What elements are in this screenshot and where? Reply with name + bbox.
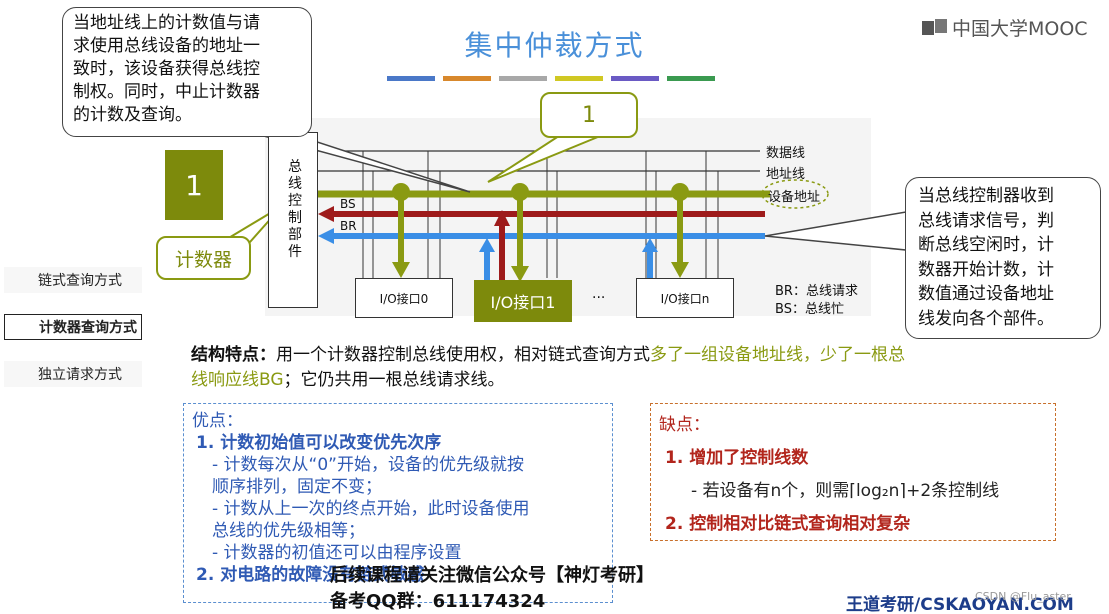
advantage-item: 顺序排列，固定不变；	[212, 477, 382, 497]
device-address-label: 设备地址	[768, 190, 821, 205]
csdn-watermark: CSDN @Flu_aster	[975, 590, 1071, 603]
bs-label: BS	[340, 197, 356, 211]
structure-highlight: 多了一组设备地址线，少了一根总线响应线BG	[191, 345, 905, 390]
callout-left-line: 当地址线上的计数值与请	[73, 13, 260, 33]
data-line-label: 数据线	[766, 146, 806, 161]
legend: BR：总线请求 BS：总线忙	[775, 283, 858, 319]
callout-right-line: 线发向各个部件。	[918, 308, 1054, 329]
callout-left-line: 的计数及查询。	[73, 105, 192, 125]
sidebar-item-counter-query[interactable]: 计数器查询方式	[4, 314, 142, 340]
color-strip	[387, 76, 435, 81]
advantages-box: 优点： 1. 计数初始值可以改变优先次序 - 计数每次从“0”开始，设备的优先级…	[183, 403, 613, 603]
device-address-taps	[392, 183, 689, 201]
color-strip	[443, 76, 491, 81]
legend-bs: BS：总线忙	[775, 302, 844, 317]
bus-controller-label: 总线控制部件	[288, 159, 302, 260]
callout-right-line: 数值通过设备地址	[918, 284, 1054, 304]
color-strip	[667, 76, 715, 81]
disadvantage-item-1: 1. 增加了控制线数	[665, 448, 809, 468]
slide-title: 集中仲裁方式	[464, 29, 645, 62]
advantage-item: 1. 计数初始值可以改变优先次序	[196, 433, 442, 453]
callout-right-line: 当总线控制器收到	[918, 186, 1054, 206]
watermark-line1: 后续课程请关注微信公众号【神灯考研】	[330, 565, 654, 586]
advantages-title: 优点：	[192, 411, 243, 431]
advantage-item: - 计数从上一次的终点开始，此时设备使用	[212, 499, 530, 519]
callout-right: 当总线控制器收到 总线请求信号，判 断总线空闲时，计 数器开始计数，计 数值通过…	[905, 177, 1101, 339]
counter-label: 计数器	[156, 236, 251, 280]
io-interface-0: I/O接口0	[355, 278, 453, 318]
io-interface-n: I/O接口n	[636, 278, 734, 318]
io-interface-1: I/O接口1	[474, 280, 572, 322]
ellipsis: ···	[592, 290, 606, 306]
brand-footer: 王道考研/CSKAOYAN.COM	[846, 595, 1074, 614]
callout-right-line: 断总线空闲时，计	[918, 235, 1054, 255]
callout-right-line: 数器开始计数，计	[918, 259, 1054, 280]
color-strip	[555, 76, 603, 81]
address-value-callout: 1	[540, 92, 638, 138]
bus-controller: 总线控制部件	[268, 132, 318, 308]
legend-br: BR：总线请求	[775, 284, 858, 299]
sidebar-item-chain-query[interactable]: 链式查询方式	[4, 267, 142, 293]
advantage-item: - 计数每次从“0”开始，设备的优先级就按	[212, 455, 524, 475]
disadvantage-item-2: 2. 控制相对比链式查询相对复杂	[665, 514, 911, 534]
disadvantages-title: 缺点：	[659, 415, 710, 435]
structure-text1: 用一个计数器控制总线使用权，相对链式查询方式	[276, 345, 650, 365]
color-strip	[611, 76, 659, 81]
counter-value-box: 1	[165, 150, 223, 220]
structure-text2: ；它仍共用一根总线请求线。	[283, 370, 505, 390]
mooc-logo: 中国大学MOOC	[922, 14, 1088, 41]
sidebar-item-independent-request[interactable]: 独立请求方式	[4, 361, 142, 387]
callout-left-line: 制权。同时，中止计数器	[73, 82, 260, 102]
mooc-logo-icon	[922, 18, 947, 35]
disadvantage-item-1-sub: - 若设备有n个，则需⌈log₂n⌉+2条控制线	[691, 481, 1000, 501]
structure-label: 结构特点：	[191, 345, 276, 365]
watermark-line2: 备考QQ群：611174324	[330, 591, 546, 612]
advantage-item: 总线的优先级相等；	[212, 521, 365, 541]
callout-left-line: 求使用总线设备的地址一	[73, 36, 260, 56]
advantage-item: 2. 对电路的故障没有链式敏感	[196, 565, 425, 585]
structure-paragraph: 结构特点：用一个计数器控制总线使用权，相对链式查询方式多了一组设备地址线，少了一…	[191, 343, 911, 393]
callout-left: 当地址线上的计数值与请 求使用总线设备的地址一 致时，该设备获得总线控 制权。同…	[62, 7, 312, 137]
br-label: BR	[340, 219, 357, 233]
advantage-item: - 计数器的初值还可以由程序设置	[212, 543, 462, 563]
mooc-logo-text: 中国大学MOOC	[952, 18, 1088, 40]
color-strip	[499, 76, 547, 81]
callout-right-line: 总线请求信号，判	[918, 210, 1054, 231]
disadvantages-box: 缺点： 1. 增加了控制线数 - 若设备有n个，则需⌈log₂n⌉+2条控制线 …	[650, 403, 1056, 541]
title-color-strips	[387, 76, 715, 81]
address-line-label: 地址线	[766, 167, 806, 182]
callout-left-line: 致时，该设备获得总线控	[73, 59, 260, 79]
